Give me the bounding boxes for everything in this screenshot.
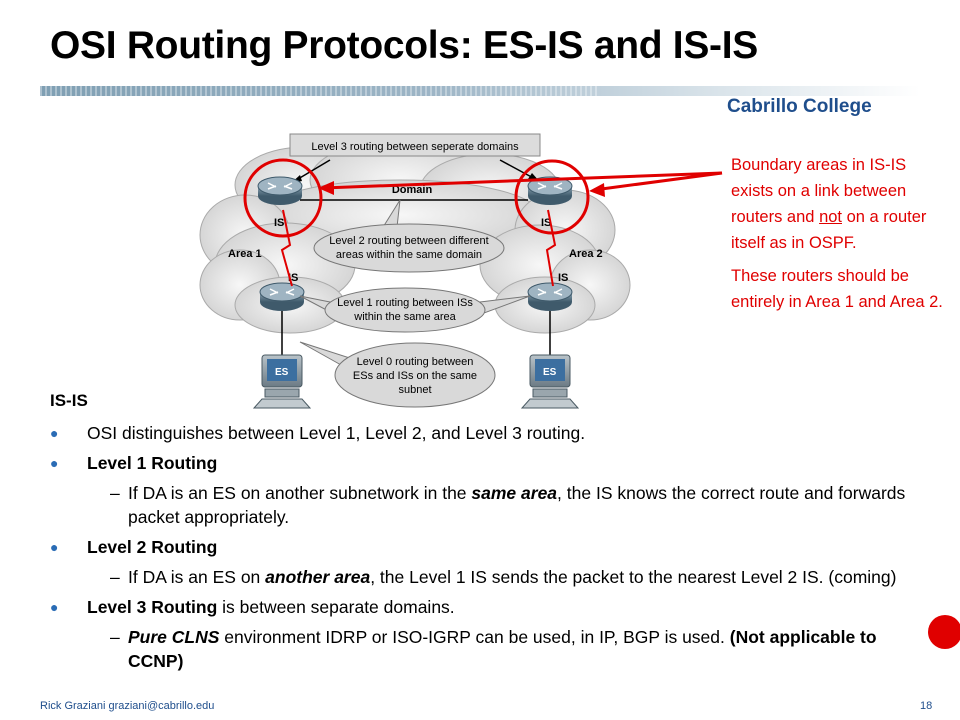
level0-bubble-line1: Level 0 routing between xyxy=(357,356,474,368)
slide-title: OSI Routing Protocols: ES-IS and IS-IS xyxy=(50,24,758,67)
section-heading: IS-IS xyxy=(50,391,88,410)
es-label-2: ES xyxy=(543,367,557,378)
serial-link-area1 xyxy=(280,209,293,287)
level1-bubble-line2: within the same area xyxy=(353,311,456,323)
bullet-dot-icon: ● xyxy=(50,455,59,471)
level0-bubble: Level 0 routing between ESs and ISs on t… xyxy=(299,341,496,408)
area1-label: Area 1 xyxy=(228,248,262,260)
dash-marker: – xyxy=(110,567,120,587)
callout-pointer-left xyxy=(322,171,723,190)
footer-author: Rick Graziani graziani@cabrillo.edu xyxy=(40,700,215,712)
is-label-2: IS xyxy=(541,217,551,229)
bullet-3: ● Level 2 Routing xyxy=(50,537,218,557)
level3-label-box xyxy=(289,133,541,157)
router-area1-l1 xyxy=(259,282,305,311)
sub-bullet-3: – If DA is an ES on another area, the Le… xyxy=(110,567,897,587)
callout-paragraph-2: These routers should be entirely in Area… xyxy=(731,267,943,311)
sub-bullet-2: – If DA is an ES on another subnetwork i… xyxy=(110,483,906,527)
is-label-1: IS xyxy=(274,217,284,229)
level1-bubble-line1: Level 1 routing between ISs xyxy=(337,297,473,309)
bullet-dot-icon: ● xyxy=(50,539,59,555)
sub-bullet-4: – Pure CLNS environment IDRP or ISO-IGRP… xyxy=(110,627,877,671)
level1-bubble: Level 1 routing between ISs within the s… xyxy=(299,287,531,333)
header-bar xyxy=(40,86,920,96)
router-area2-l1 xyxy=(527,282,573,311)
bullet-4: ● Level 3 Routing is between separate do… xyxy=(50,597,455,617)
bullet-dot-icon: ● xyxy=(50,425,59,441)
callout-paragraph-1: Boundary areas in IS-IS exists on a link… xyxy=(731,156,927,252)
boundary-callout: Boundary areas in IS-IS exists on a link… xyxy=(731,152,946,322)
level2-bubble-line1: Level 2 routing between different xyxy=(329,235,488,247)
domain-label: Domain xyxy=(392,184,433,196)
boundary-circle-left xyxy=(243,158,323,238)
es-label-1: ES xyxy=(275,367,289,378)
bullet-2: ● Level 1 Routing xyxy=(50,453,218,473)
bullet-1: ● OSI distinguishes between Level 1, Lev… xyxy=(50,423,586,443)
laser-pointer-dot xyxy=(928,615,960,649)
college-logo-text: Cabrillo College xyxy=(727,96,872,117)
router-area2-l2 xyxy=(527,176,573,205)
serial-link-area2 xyxy=(545,209,557,287)
level2-bubble: Level 2 routing between different areas … xyxy=(313,199,505,273)
slide-content: ● OSI distinguishes between Level 1, Lev… xyxy=(50,421,910,679)
level2-bubble-line2: areas within the same domain xyxy=(336,249,482,261)
level0-bubble-line2: ESs and ISs on the same xyxy=(353,370,477,382)
is-label-3: IS xyxy=(288,272,298,284)
level0-bubble-line3: subnet xyxy=(398,384,431,396)
page-number: 18 xyxy=(920,700,933,712)
pc-area2 xyxy=(520,354,580,409)
is-label-4: IS xyxy=(558,272,568,284)
level3-label: Level 3 routing between seperate domains xyxy=(311,141,519,153)
pc-area1 xyxy=(252,354,312,409)
dash-marker: – xyxy=(110,483,120,503)
dash-marker: – xyxy=(110,627,120,647)
router-area1-l2 xyxy=(257,176,303,205)
area2-label: Area 2 xyxy=(569,248,603,260)
bullet-dot-icon: ● xyxy=(50,599,59,615)
header-bar-texture xyxy=(40,86,600,96)
boundary-circle-right xyxy=(514,159,590,235)
callout-pointer-right xyxy=(593,171,723,192)
